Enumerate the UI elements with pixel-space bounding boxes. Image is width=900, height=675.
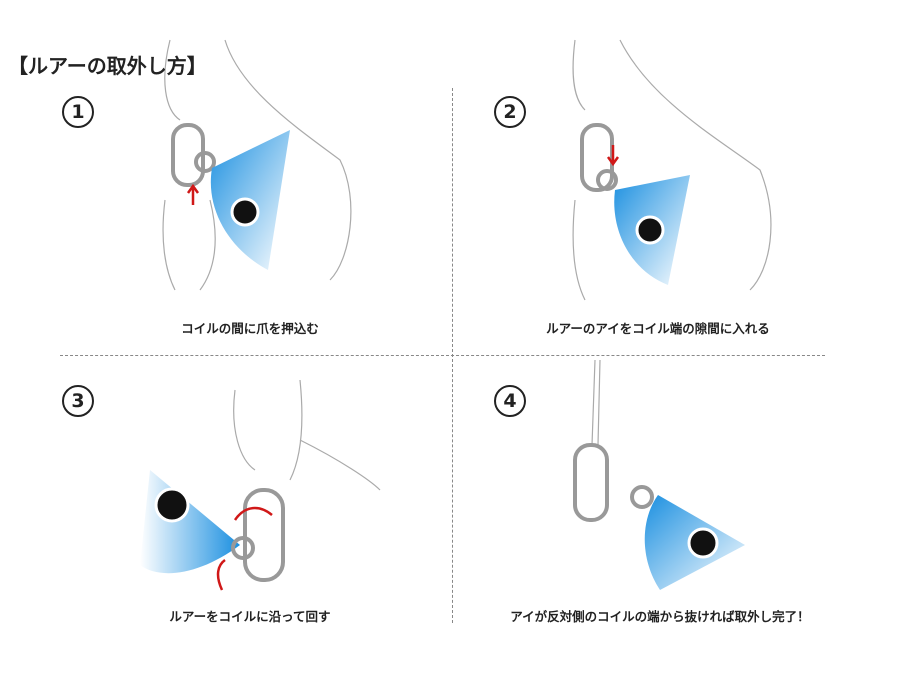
step-4-number: 4 bbox=[494, 385, 526, 417]
step-1-illustration bbox=[162, 39, 352, 291]
hand-outline bbox=[233, 379, 381, 491]
step-3-illustration bbox=[140, 379, 381, 591]
page-title: 【ルアーの取外し方】 bbox=[8, 54, 207, 78]
hand-outline bbox=[162, 39, 352, 291]
lure-eye-icon bbox=[687, 527, 719, 559]
hand-outline bbox=[572, 39, 772, 301]
snap-icon bbox=[573, 443, 609, 522]
rotate-arrow-icon bbox=[216, 506, 273, 591]
lure-eye-icon bbox=[635, 215, 665, 245]
line-icon bbox=[591, 359, 601, 446]
arrow-up-icon bbox=[186, 183, 200, 205]
ring-icon bbox=[231, 536, 255, 560]
ring-icon bbox=[596, 169, 618, 191]
step-4-illustration bbox=[573, 359, 745, 590]
arrow-down-icon bbox=[606, 145, 620, 167]
lure-eye-icon bbox=[230, 197, 260, 227]
ring-icon bbox=[630, 485, 654, 509]
step-3-number: 3 bbox=[62, 385, 94, 417]
lure-eye-icon bbox=[154, 487, 190, 523]
step-3-caption: ルアーをコイルに沿って回す bbox=[169, 609, 331, 624]
step-4-caption: アイが反対側のコイルの端から抜ければ取外し完了！ bbox=[510, 609, 810, 624]
step-2-number: 2 bbox=[494, 96, 526, 128]
step-2-caption: ルアーのアイをコイル端の隙間に入れる bbox=[546, 321, 770, 336]
ring-icon bbox=[194, 151, 216, 173]
lure-icon bbox=[140, 470, 240, 574]
step-1-number: 1 bbox=[62, 96, 94, 128]
snap-icon bbox=[243, 488, 285, 582]
step-1-caption: コイルの間に爪を押込む bbox=[181, 321, 319, 336]
horizontal-divider bbox=[60, 355, 825, 356]
step-2-illustration bbox=[572, 39, 772, 301]
